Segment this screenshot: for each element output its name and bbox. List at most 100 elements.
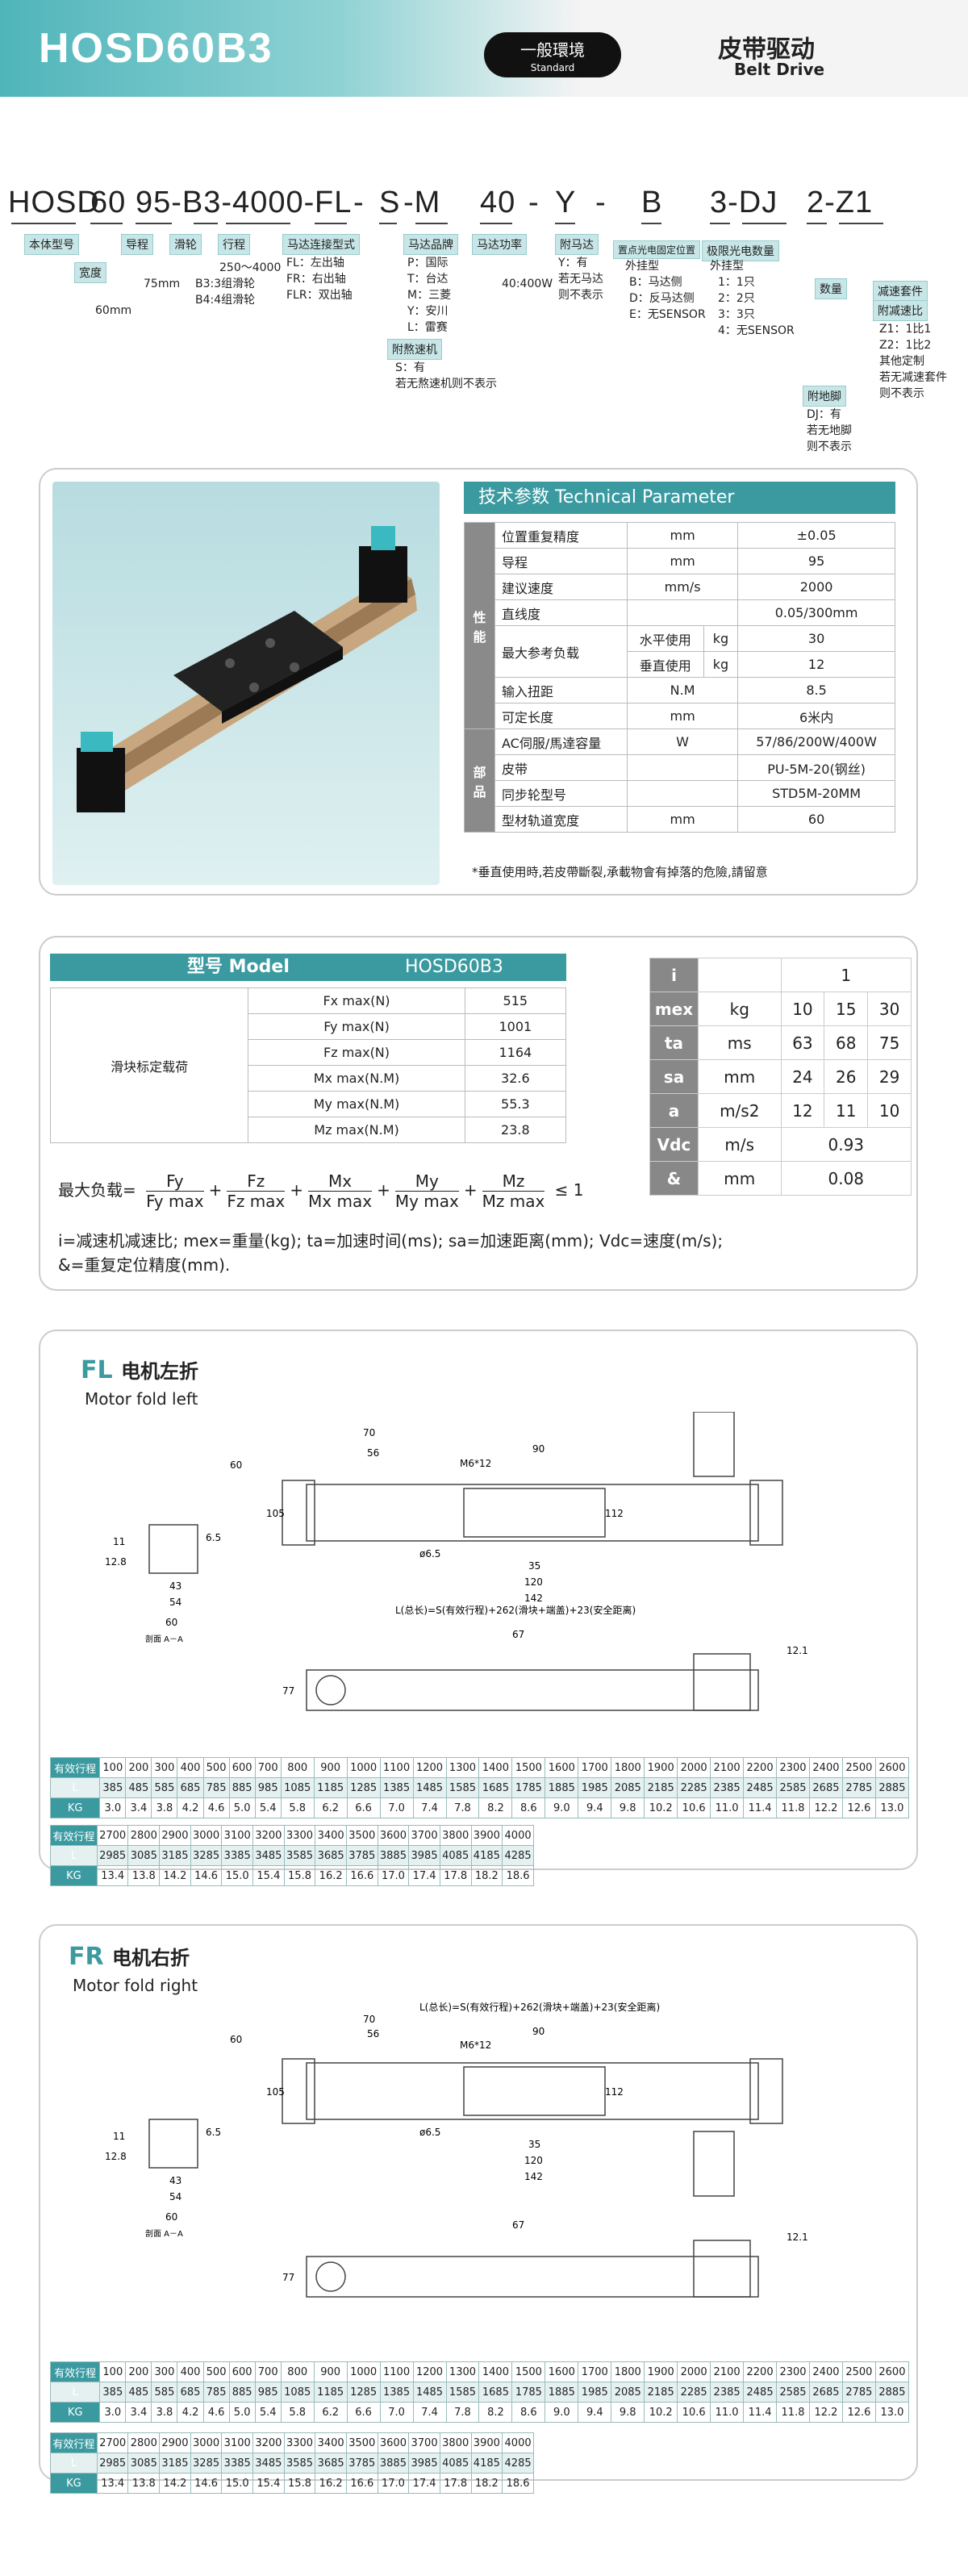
label-stroke: 行程 [218, 234, 250, 255]
table-cell: 18.2 [470, 1865, 503, 1886]
table-cell: 2000 [677, 2361, 711, 2382]
denominator: Fz max [227, 1192, 286, 1211]
table-cell: mm/s [626, 574, 739, 600]
product-image [52, 482, 440, 885]
reducer-2: 若无熬速机则不表示 [395, 378, 497, 390]
table-cell: 1600 [544, 2361, 579, 2382]
fl-section-label: 剖面 A－A [145, 1634, 183, 1644]
table-cell: 16.6 [345, 1865, 378, 1886]
table-cell: 14.6 [190, 2473, 223, 2494]
table-cell: PU-5M-20(钢丝) [737, 754, 895, 781]
table-cell: 1000 [346, 2361, 381, 2382]
table-cell: 3100 [221, 1825, 254, 1846]
fl-en: Motor fold left [85, 1389, 198, 1409]
table-cell [626, 754, 739, 781]
fl-dim-35: 35 [528, 1560, 540, 1572]
band-performance: 性能 [464, 522, 495, 729]
table-cell: 3085 [127, 2453, 161, 2474]
origin-1: B：马达侧 [629, 276, 682, 289]
code-y: Y [555, 186, 577, 219]
fr-title: FR 电机右折 [69, 1942, 190, 1971]
fr-dim-6: 6.5 [206, 2127, 221, 2138]
fr-dim-m6: M6*12 [460, 2040, 491, 2051]
table-cell: 57/86/200W/400W [737, 729, 895, 755]
table-cell: 3.4 [125, 1797, 152, 1818]
table-cell: 1885 [544, 1777, 579, 1798]
table-cell: 685 [177, 1777, 204, 1798]
table-cell: 3885 [377, 1845, 410, 1866]
table-cell: 4000 [502, 1825, 534, 1846]
kit-3: 其他定制 [879, 355, 924, 368]
table-cell: 7.8 [445, 1797, 480, 1818]
formula-rhs: ≤ 1 [554, 1180, 584, 1200]
table-cell: 515 [464, 987, 567, 1014]
drive-title-zh: 皮带驱动 [718, 35, 815, 64]
table-cell: 2700 [96, 1825, 129, 1846]
label-lead: 导程 [121, 234, 153, 255]
table-cell: 1500 [511, 1757, 546, 1778]
fr-dim-121: 12.1 [786, 2232, 808, 2243]
table-cell: 2200 [743, 2361, 778, 2382]
table-cell: 17.0 [377, 2473, 410, 2494]
table-cell: 2400 [808, 1757, 843, 1778]
table-cell: 600 [228, 2361, 256, 2382]
table-cell [626, 780, 739, 807]
table-cell: 1685 [478, 1777, 513, 1798]
table-cell: 1885 [544, 2382, 579, 2403]
fr-en: Motor fold right [73, 1976, 198, 1995]
table-cell: 1900 [644, 1757, 678, 1778]
plus-sign: + [208, 1180, 223, 1200]
table-cell: kg [698, 992, 782, 1026]
table-cell: W [626, 729, 739, 755]
code-dash1: - [353, 186, 365, 219]
table-cell: 10 [780, 992, 825, 1026]
table-cell: 3100 [221, 2432, 254, 2453]
label-reducer: 附熬速机 [387, 339, 442, 360]
fl-dim-11: 11 [113, 1536, 125, 1547]
table-cell: Fz max(N) [248, 1039, 465, 1066]
pulley-value-2: B4:4组滑轮 [195, 294, 256, 307]
table-cell: 3485 [252, 2453, 285, 2474]
plus-sign: + [377, 1180, 390, 1200]
table-cell: 885 [228, 2382, 256, 2403]
table-cell: 3500 [345, 1825, 378, 1846]
table-cell: 585 [151, 1777, 178, 1798]
table-cell: 5.8 [280, 1797, 315, 1818]
table-cell: 385 [99, 2382, 127, 2403]
table-cell: 1785 [511, 1777, 546, 1798]
table-cell: 55.3 [464, 1091, 567, 1117]
table-cell: 3685 [315, 1845, 347, 1866]
limit-4: 4：无SENSOR [718, 324, 795, 337]
table-cell: 11.8 [776, 2402, 810, 2423]
limit-3: 3：3只 [718, 308, 755, 321]
table-cell: 14.2 [159, 2473, 191, 2494]
table-cell: a [649, 1093, 699, 1128]
table-cell: 6.6 [346, 1797, 381, 1818]
table-cell: L [49, 1777, 101, 1798]
table-cell: 5.4 [254, 2402, 282, 2423]
table-cell: 485 [125, 2382, 152, 2403]
table-cell: 0.08 [780, 1161, 912, 1196]
table-cell: 4285 [502, 1845, 534, 1866]
table-cell: 63 [780, 1025, 825, 1060]
label-brand: 马达品牌 [403, 234, 458, 255]
mc-2: FR：右出轴 [286, 273, 346, 286]
table-cell: 13.8 [127, 2473, 161, 2494]
table-cell: KG [50, 1865, 98, 1886]
table-cell: 垂直使用 [626, 651, 704, 678]
table-cell: mm [698, 1161, 782, 1196]
table-cell: Mx max(N.M) [248, 1065, 465, 1092]
fr-dim-70: 70 [363, 2014, 375, 2025]
fl-dim-112: 112 [605, 1508, 624, 1519]
fr-dim-67: 67 [512, 2219, 524, 2231]
denominator: Mx max [308, 1192, 373, 1211]
legend-2: &=重复定位精度(mm). [58, 1255, 231, 1275]
table-cell: 4.2 [177, 2402, 204, 2423]
table-cell: 1285 [346, 2382, 381, 2403]
